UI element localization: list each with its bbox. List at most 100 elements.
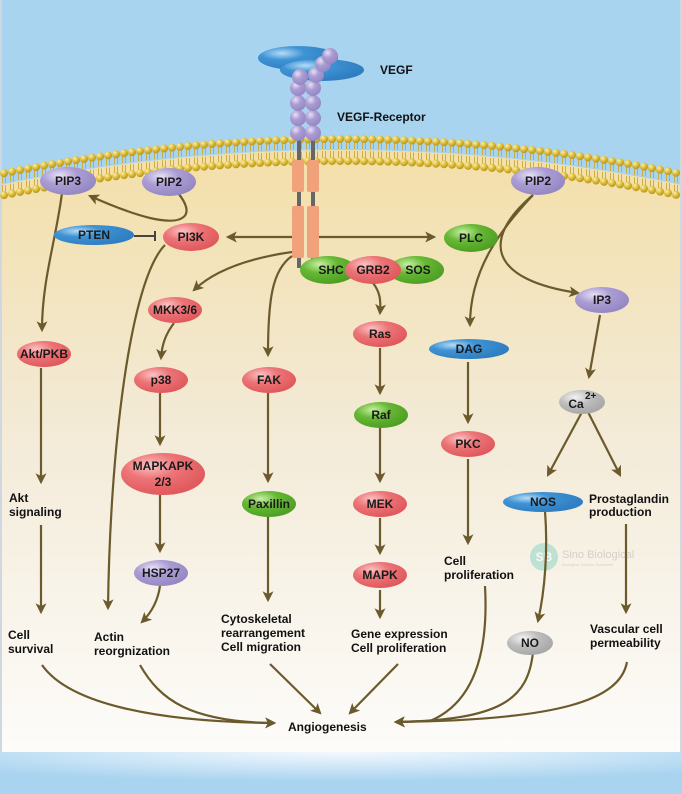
node-paxillin[interactable]: Paxillin: [242, 491, 296, 517]
arrow-nos-no: [534, 510, 548, 624]
lipid-head: [232, 138, 240, 147]
lipid-head: [128, 148, 136, 157]
lipid-head: [320, 157, 328, 166]
lipid-head: [480, 141, 488, 150]
lipid-head: [496, 164, 504, 173]
node-no[interactable]: NO: [507, 631, 553, 655]
node-p38[interactable]: p38: [134, 367, 188, 393]
ig-domain: [290, 125, 306, 141]
node-calcium[interactable]: Ca2+: [559, 390, 605, 414]
node-pip2-left[interactable]: PIP2: [142, 168, 196, 196]
vegf-receptor: [292, 138, 319, 268]
node-akt-label: Akt/PKB: [20, 347, 68, 361]
watermark-main: Sino Biological: [562, 549, 634, 561]
node-sos[interactable]: SOS: [388, 256, 444, 284]
lipid-head: [648, 186, 656, 195]
lipid-head: [632, 161, 640, 170]
lipid-head: [408, 136, 416, 145]
lipid-tail: [418, 143, 422, 160]
node-mkk[interactable]: MKK3/6: [148, 297, 202, 323]
lipid-tail: [474, 147, 478, 164]
node-pip2-right[interactable]: PIP2: [511, 167, 565, 195]
arrow-pip2-pip3: [87, 192, 188, 222]
node-fak-label: FAK: [257, 373, 281, 387]
lipid-tail: [114, 157, 118, 174]
node-pten-label: PTEN: [78, 228, 110, 242]
ig-domain: [305, 110, 321, 126]
lipid-tail: [498, 149, 502, 166]
receptor-domain: [307, 160, 319, 192]
lipid-head: [416, 136, 424, 145]
lipid-head: [40, 161, 48, 170]
lipid-tail: [130, 155, 134, 172]
lipid-head: [96, 174, 104, 183]
lipid-tail: [530, 152, 534, 169]
node-shc-label: SHC: [318, 263, 344, 277]
node-plc[interactable]: PLC: [444, 224, 498, 252]
lipid-tail: [42, 168, 46, 185]
lipid-head: [576, 174, 584, 183]
node-mapk[interactable]: MAPK: [353, 562, 407, 588]
lipid-head: [272, 158, 280, 167]
node-paxillin-label: Paxillin: [248, 497, 290, 511]
lipid-tail: [258, 143, 262, 160]
outcome-line: Cell migration: [221, 640, 301, 654]
node-shc[interactable]: SHC: [300, 256, 356, 284]
outcome-line: reorgnization: [94, 644, 170, 658]
node-nos[interactable]: NOS: [503, 492, 583, 512]
node-dag[interactable]: DAG: [429, 339, 509, 359]
pathway-arrows: [35, 192, 632, 729]
node-pip2-left-label: PIP2: [156, 175, 182, 189]
lipid-head: [432, 159, 440, 168]
outcome-line: Gene expression: [351, 627, 448, 641]
lipid-head: [656, 187, 664, 196]
node-pip3[interactable]: PIP3: [40, 167, 96, 195]
lipid-head: [320, 135, 328, 144]
outcome-line: Cytoskeletal: [221, 612, 292, 626]
node-akt[interactable]: Akt/PKB: [17, 341, 71, 367]
node-grb2[interactable]: GRB2: [345, 256, 401, 284]
lipid-head: [600, 155, 608, 164]
lipid-head: [328, 135, 336, 144]
node-raf[interactable]: Raf: [354, 402, 408, 428]
node-pkc[interactable]: PKC: [441, 431, 495, 457]
lipid-head: [568, 173, 576, 182]
lipid-head: [440, 138, 448, 147]
lipid-tail: [250, 144, 254, 161]
lipid-head: [184, 142, 192, 151]
node-mek[interactable]: MEK: [353, 491, 407, 517]
lipid-tail: [34, 170, 38, 186]
node-fak[interactable]: FAK: [242, 367, 296, 393]
lipid-head: [648, 164, 656, 173]
lipid-tail: [170, 150, 174, 167]
node-dag-label: DAG: [456, 342, 483, 356]
arrow-grb2-ras: [372, 282, 387, 316]
lipid-head: [120, 171, 128, 180]
arrow-hsp27-actin: [140, 585, 162, 624]
lipid-tail: [178, 149, 182, 166]
node-ip3[interactable]: IP3: [575, 287, 629, 313]
lipid-tail: [610, 164, 614, 181]
outcome-cell-proliferation: Cell proliferation: [444, 554, 514, 582]
node-hsp27[interactable]: HSP27: [134, 560, 188, 586]
lipid-head: [8, 189, 16, 198]
lipid-head: [280, 135, 288, 144]
node-ras[interactable]: Ras: [353, 321, 407, 347]
lipid-head: [328, 157, 336, 166]
lipid-tail: [570, 158, 574, 175]
node-plc-label: PLC: [459, 231, 483, 245]
lipid-tail: [578, 159, 582, 176]
lipid-head: [368, 135, 376, 144]
node-pten[interactable]: PTEN: [54, 225, 134, 245]
lipid-head: [112, 150, 120, 159]
node-pi3k[interactable]: PI3K: [163, 223, 219, 251]
arrow-pip3-akt: [36, 192, 64, 333]
lipid-head: [208, 162, 216, 171]
lipid-tail: [218, 146, 222, 163]
lipid-head: [472, 140, 480, 149]
lipid-head: [144, 146, 152, 155]
node-pip2-right-label: PIP2: [525, 174, 551, 188]
lipid-head: [72, 156, 80, 165]
